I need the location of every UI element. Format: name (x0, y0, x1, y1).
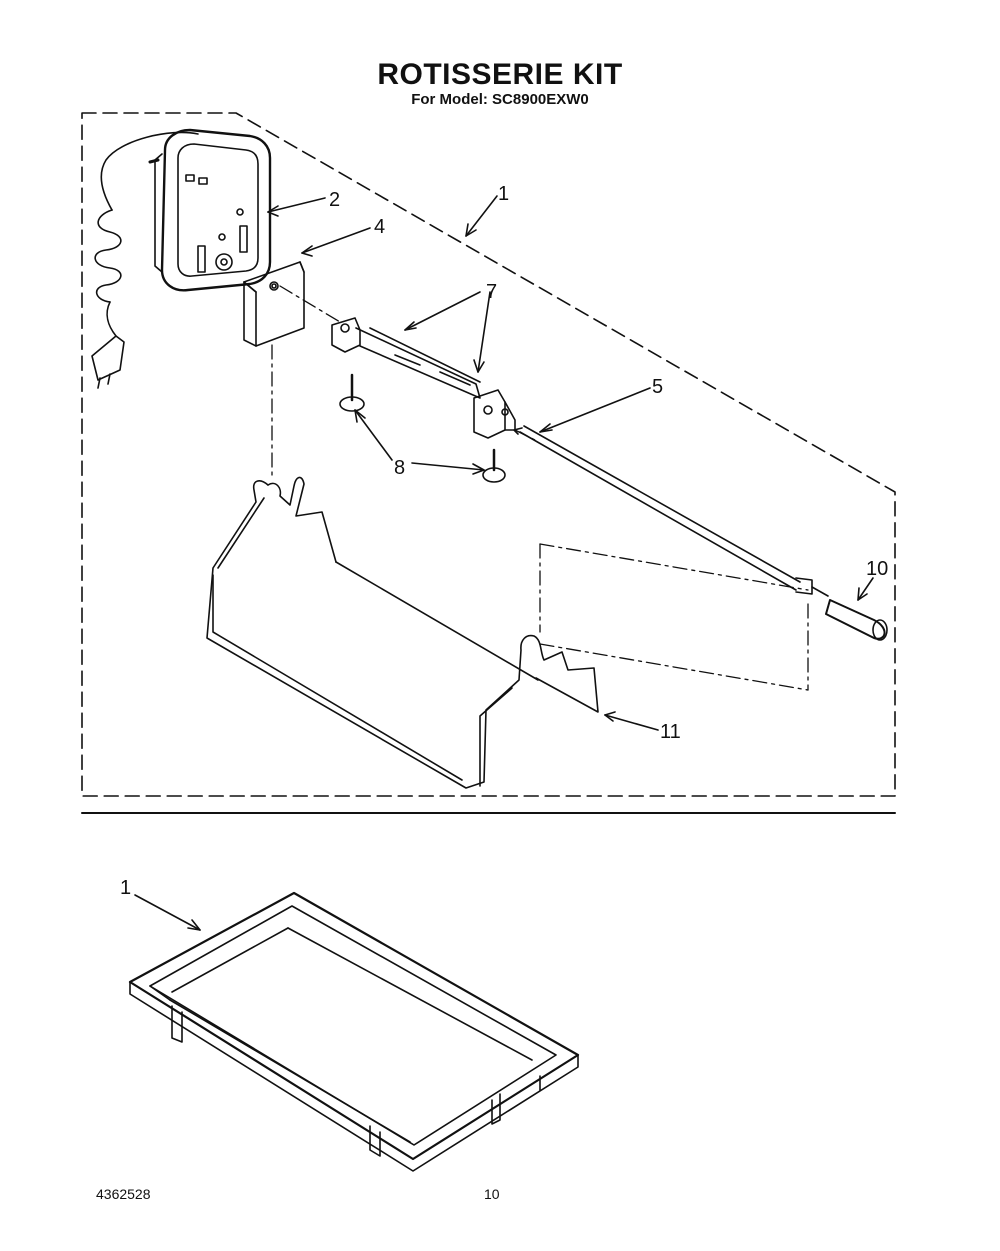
callout-forks: 7 (486, 281, 497, 303)
callout-rack: 11 (660, 721, 681, 743)
thumb-screws (339, 373, 506, 483)
callout-bracket: 4 (374, 216, 385, 238)
callout-handle: 10 (866, 558, 888, 580)
spit-handle (825, 599, 888, 641)
page-number: 10 (484, 1186, 500, 1202)
callout-spit: 5 (652, 376, 663, 398)
callout-leaders (134, 195, 874, 931)
model-subtitle: For Model: SC8900EXW0 (411, 91, 589, 108)
spit-rod (513, 425, 829, 597)
part-number: 4362528 (96, 1186, 151, 1202)
spit-forks (331, 317, 516, 439)
kit-boundary (81, 112, 896, 797)
broiler-pan (128, 891, 580, 1172)
mounting-bracket (243, 261, 305, 347)
power-cord (91, 131, 199, 389)
callout-screws: 8 (394, 457, 405, 479)
rotisserie-motor (148, 128, 272, 292)
page-title: ROTISSERIE KIT (377, 58, 623, 91)
callout-motor: 2 (329, 189, 340, 211)
callout-pan: 1 (120, 877, 131, 899)
wire-rack (206, 476, 599, 789)
callout-kit: 1 (498, 183, 509, 205)
